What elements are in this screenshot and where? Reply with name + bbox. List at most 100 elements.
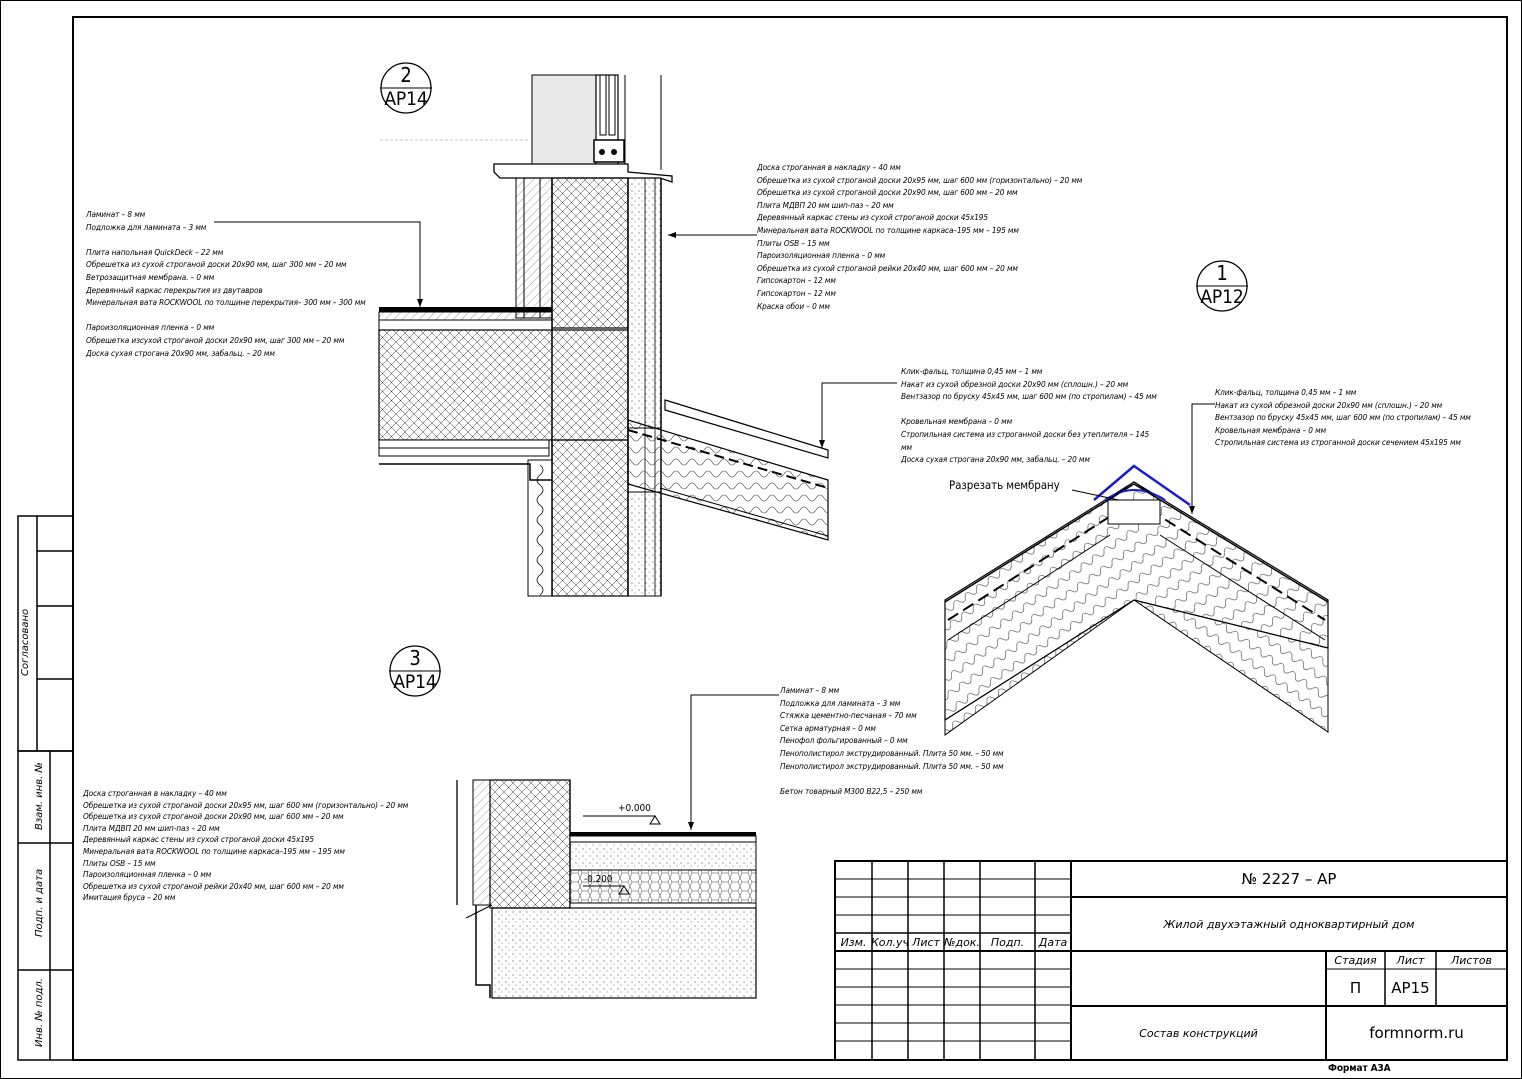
tb-sheets-label: Листов	[1450, 953, 1493, 967]
callout-2-sheet: АР14	[384, 88, 428, 110]
note-line: Доска сухая строгана 20х90 мм, забальц. …	[86, 347, 275, 358]
roof-eave-notes: Клик-фальц, толщина 0,45 мм – 1 мм Накат…	[901, 365, 1157, 466]
note-line: Плита МДВП 20 мм шип-паз – 20 мм	[757, 199, 894, 210]
note-line: Подложка для ламината – 3 мм	[86, 221, 207, 232]
note-line: Пенополистирол экструдированный. Плита 5…	[780, 760, 1004, 771]
note-line: Пенофол фольгированный – 0 мм	[780, 735, 908, 746]
tb-project-name: Жилой двухэтажный одноквартирный дом	[1163, 917, 1415, 931]
level-minus-mark: -0.200	[584, 874, 613, 885]
note-line: Бетон товарный М300 В22,5 – 250 мм	[780, 785, 923, 796]
tb-sheets-value	[1436, 969, 1507, 1006]
note-line	[901, 403, 1157, 416]
tb-sheet-value: АР15	[1391, 978, 1430, 997]
stamp-agreed: Согласовано	[20, 608, 31, 676]
callout-3-number: 3	[409, 646, 421, 670]
callout-3	[389, 645, 441, 697]
note-line: Доска строганная в накладку – 40 мм	[757, 162, 901, 172]
tb-header-kol: Кол.уч	[870, 935, 910, 949]
stamp-inv-orig: Инв. № подл.	[34, 978, 45, 1047]
note-line: Краска обои – 0 мм	[757, 300, 830, 311]
note-line: Деревянный каркас стены из сухой строган…	[757, 212, 988, 223]
note-line: Обрешетка из сухой строганой рейки 20х40…	[83, 880, 344, 891]
note-line: Ламинат – 8 мм	[86, 209, 146, 219]
tb-doc-number: № 2227 – АР	[1241, 870, 1337, 888]
note-line: Пароизоляционная пленка – 0 мм	[86, 322, 215, 333]
tb-stage-value: П	[1349, 978, 1362, 997]
note-line: Пароизоляционная пленка – 0 мм	[757, 250, 886, 261]
note-line: Обрешетка из сухой строганой доски 20х90…	[86, 259, 347, 270]
note-line: Сетка арматурная – 0 мм	[780, 722, 876, 733]
note-line: Накат из сухой обрезной доски 20х90 мм (…	[901, 378, 1129, 389]
detail-2-section	[378, 74, 829, 597]
note-line: Стяжка цементно-песчаная – 70 мм	[780, 710, 917, 721]
detail-3-section	[456, 779, 757, 999]
note-line: Вентзазор по бруску 45х45 мм, шаг 600 мм…	[901, 391, 1157, 402]
note-line: Плиты OSB – 15 мм	[83, 857, 156, 868]
note-line: Пенополистирол экструдированный. Плита 5…	[780, 747, 1004, 758]
note-line: Гипсокартон – 12 мм	[757, 275, 836, 286]
note-line: Вентзазор по бруску 45х45 мм, шаг 600 мм…	[1215, 412, 1471, 423]
note-line: Имитация бруса – 20 мм	[83, 892, 176, 903]
callout-1-number: 1	[1216, 261, 1228, 285]
tb-org: formnorm.ru	[1369, 1024, 1464, 1042]
note-line: Доска строганная в накладку – 40 мм	[83, 788, 227, 798]
note-line: Обрешетка из сухой строганой доски 20х90…	[757, 187, 1018, 198]
note-line: Деревянный каркас стены из сухой строган…	[83, 834, 314, 845]
note-line: Деревянный каркас перекрытия из двутавро…	[86, 284, 263, 295]
note-line: Стропильная система из строганной доски …	[901, 428, 1150, 439]
note-line: Плита МДВП 20 мм шип-паз – 20 мм	[83, 822, 220, 833]
note-line: Плиты OSB – 15 мм	[757, 237, 830, 248]
note-line: Обрешетка из сухой строганой доски 20х90…	[83, 811, 344, 822]
note-line: Клик-фальц, толщина 0,45 мм – 1 мм	[901, 366, 1043, 376]
note-line: Кровельная мембрана – 0 мм	[901, 416, 1013, 427]
note-line	[780, 772, 1004, 785]
tb-header-doc: №док.	[944, 935, 980, 949]
note-line: Накат из сухой обрезной доски 20х90 мм (…	[1215, 399, 1443, 410]
slab-notes: Ламинат – 8 мм Подложка для ламината – 3…	[780, 684, 1004, 797]
note-line: Плита напольная QuickDeck – 22 мм	[86, 246, 224, 257]
note-line: Доска сухая строгана 20х90 мм, забальц. …	[901, 454, 1090, 465]
note-line: Пароизоляционная пленка – 0 мм	[83, 869, 212, 880]
note-line: Стропильная система из строганной доски …	[1215, 437, 1461, 448]
tb-header-sign: Подп.	[990, 935, 1025, 949]
note-line: Кровельная мембрана – 0 мм	[1215, 424, 1327, 435]
tb-sheet-label: Лист	[1396, 953, 1425, 967]
note-line: мм	[901, 441, 912, 452]
detail-1-ridge	[944, 464, 1329, 736]
callout-2	[380, 62, 530, 141]
note-line: Обрешетка изсухой строганой доски 20х90 …	[86, 334, 345, 345]
sheet-format-label: Формат А3А	[1328, 1063, 1391, 1074]
note-line: Подложка для ламината – 3 мм	[780, 697, 901, 708]
note-line: Обрешетка из сухой строганой рейки 20х40…	[757, 262, 1018, 273]
tb-drawing-title: Состав конструкций	[1139, 1026, 1258, 1040]
roof-ridge-notes: Клик-фальц, толщина 0,45 мм – 1 мм Накат…	[1215, 386, 1471, 449]
note-line: Ветрозащитная мембрана. – 0 мм	[86, 271, 215, 282]
cut-membrane-note: Разрезать мембрану	[949, 478, 1060, 492]
title-block-grid	[834, 860, 1508, 1061]
note-line	[86, 233, 366, 246]
level-zero-mark: +0.000	[618, 803, 651, 814]
floor-notes: Ламинат – 8 мм Подложка для ламината – 3…	[86, 208, 366, 359]
wall-bottom-notes: Доска строганная в накладку – 40 мм Обре…	[83, 788, 408, 904]
callout-1	[1196, 260, 1248, 312]
callout-1-sheet: АР12	[1200, 286, 1244, 308]
note-line: Обрешетка из сухой строганой доски 20х95…	[83, 799, 409, 810]
callout-3-sheet: АР14	[393, 671, 437, 693]
note-line: Гипсокартон – 12 мм	[757, 287, 836, 298]
note-line: Минеральная вата ROCKWOOL по толщине кар…	[83, 845, 345, 856]
stamp-sign-date: Подп. и дата	[34, 868, 45, 937]
wall-top-notes: Доска строганная в накладку – 40 мм Обре…	[757, 161, 1082, 312]
note-line: Клик-фальц, толщина 0,45 мм – 1 мм	[1215, 387, 1357, 397]
tb-header-list: Лист	[912, 935, 940, 949]
callout-2-number: 2	[400, 63, 412, 87]
leader-lines	[214, 221, 1215, 830]
note-line: Минеральная вата ROCKWOOL по толщине кар…	[757, 224, 1019, 235]
tb-header-izm: Изм.	[840, 935, 867, 949]
note-line: Ламинат – 8 мм	[780, 685, 840, 695]
stamp-inv-replace: Взам. инв. №	[34, 762, 45, 830]
note-line	[86, 309, 366, 322]
tb-header-date: Дата	[1038, 935, 1068, 949]
tb-stage-label: Стадия	[1334, 953, 1377, 967]
note-line: Обрешетка из сухой строганой доски 20х95…	[757, 174, 1083, 185]
